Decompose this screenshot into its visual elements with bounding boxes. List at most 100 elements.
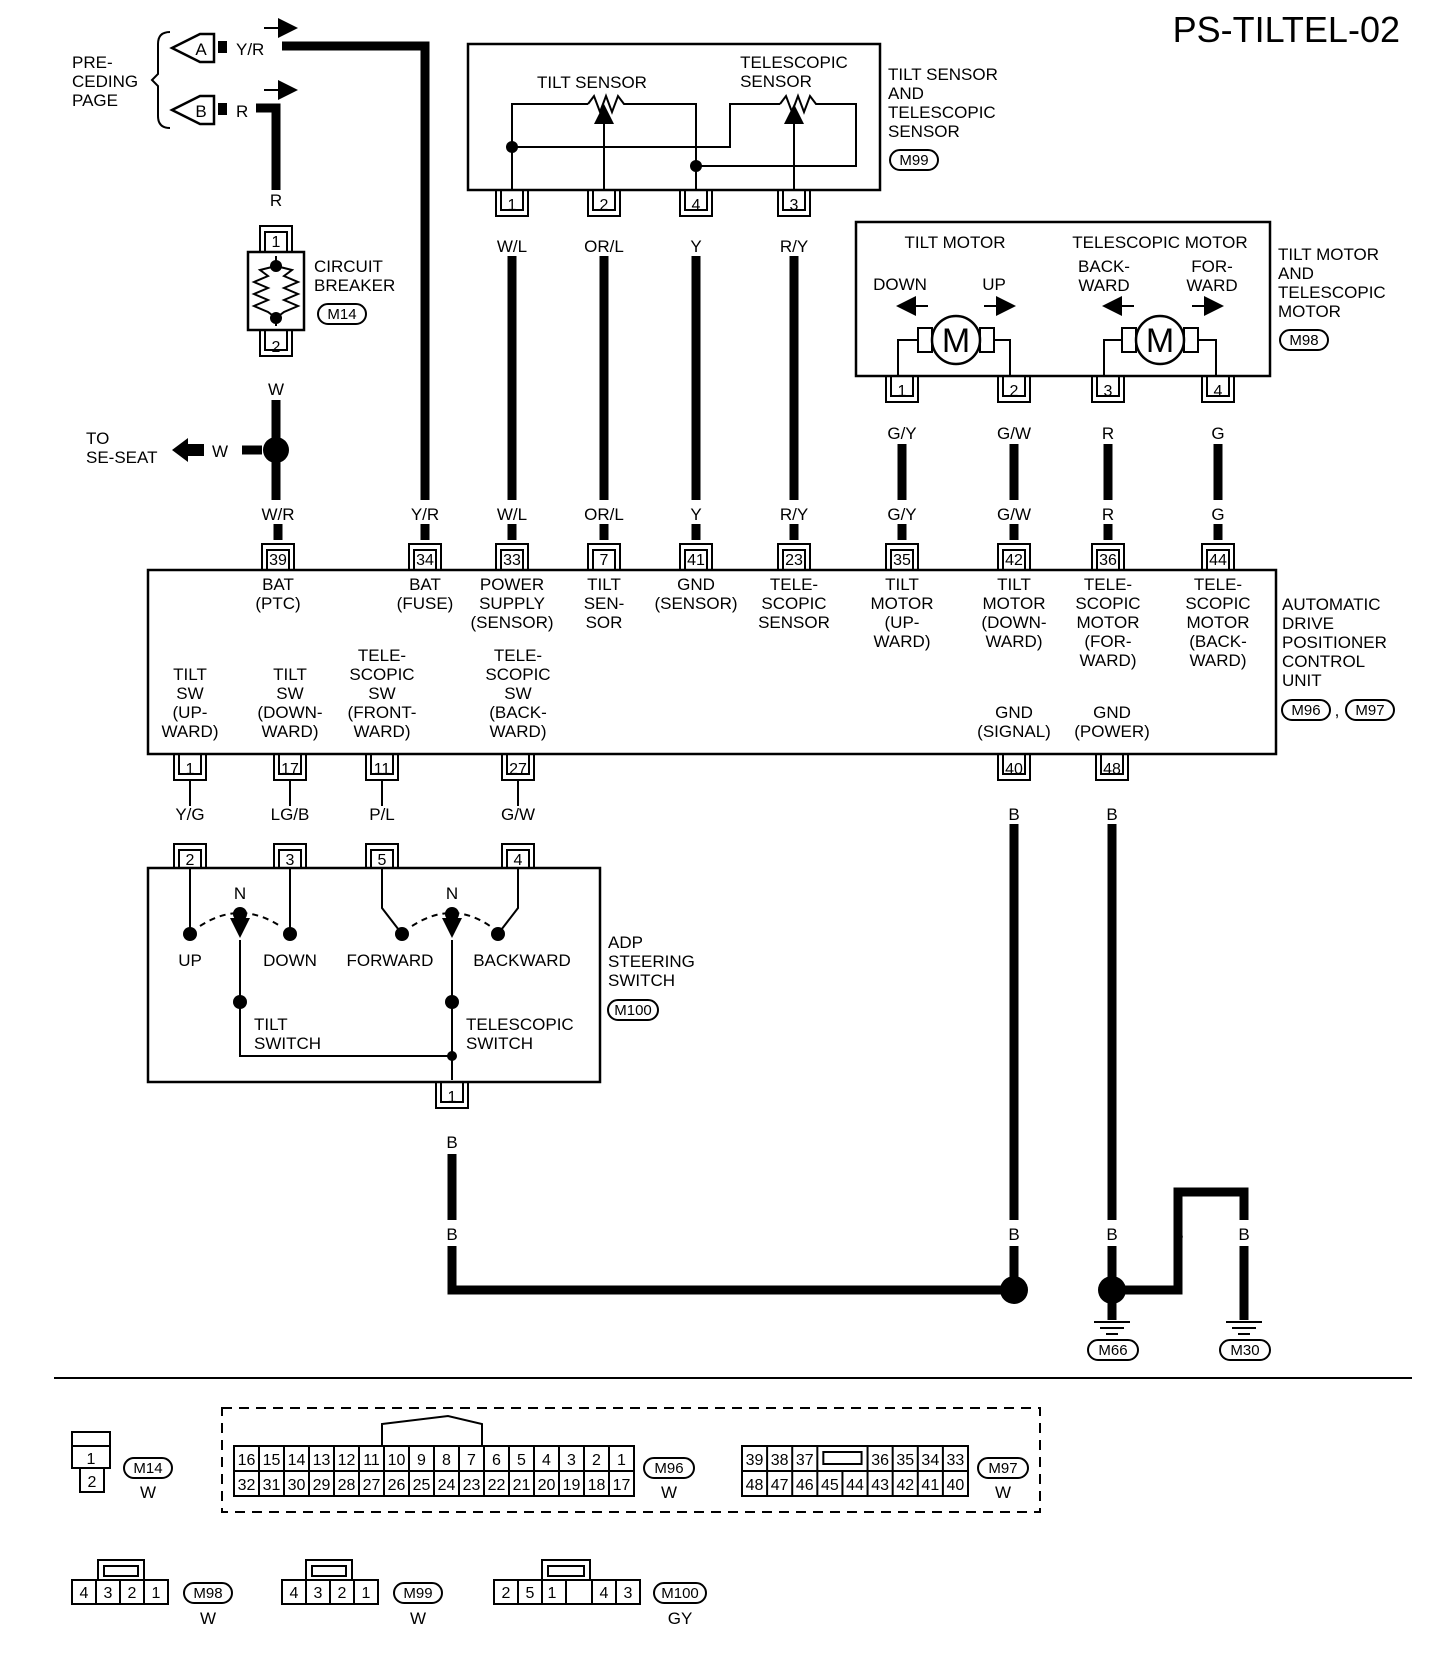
m100-pin: 1 (548, 1585, 557, 1602)
ground-b: B (1172, 1225, 1183, 1244)
m96-pin: 15 (263, 1452, 281, 1469)
motor-for-1: FOR- (1191, 257, 1233, 276)
switch-tele-2: SWITCH (466, 1034, 533, 1053)
unit-fn: WARD) (162, 722, 219, 741)
m96-pin: 26 (388, 1477, 406, 1494)
unit-top-wire: Y (690, 505, 701, 524)
m96-pin: 10 (388, 1452, 406, 1469)
unit-connector-2: M97 (1355, 702, 1384, 719)
unit-fn: BAT (262, 575, 294, 594)
switch-name-1: ADP (608, 933, 643, 952)
unit-fn: SW (276, 684, 303, 703)
m97-pin: 42 (896, 1477, 914, 1494)
m96-pin: 29 (313, 1477, 331, 1494)
unit-top-pin: 33 (503, 552, 521, 569)
unit-fn: MOTOR (1187, 613, 1250, 632)
unit-top-wire: G (1211, 505, 1224, 524)
unit-top-wire: W/R (261, 505, 294, 524)
m97-pin: 36 (871, 1452, 889, 1469)
m99-pin: 1 (362, 1585, 371, 1602)
motor-down: DOWN (873, 275, 927, 294)
unit-top-pin: 41 (687, 552, 705, 569)
m14-pin: 1 (87, 1451, 96, 1468)
unit-fn: MOTOR (1077, 613, 1140, 632)
unit-fn: (BACK- (1189, 632, 1247, 651)
unit-fn: TILT (173, 665, 207, 684)
unit-fn: SCOPIC (761, 594, 826, 613)
m99-pin: 2 (338, 1585, 347, 1602)
m97-pin: 33 (947, 1452, 965, 1469)
motor-connector: M98 (1289, 332, 1318, 349)
sensor-pin: 1 (508, 197, 517, 214)
unit-name-2: DRIVE (1282, 614, 1334, 633)
unit-fn: SCOPIC (1185, 594, 1250, 613)
wire-r-label: R (236, 102, 248, 121)
unit-top-pin: 42 (1005, 552, 1023, 569)
motor-wire: R (1102, 424, 1114, 443)
unit-bot-pin: 17 (281, 761, 299, 778)
m96-pin: 19 (563, 1477, 581, 1494)
tele-sensor-label-1: TELESCOPIC (740, 53, 848, 72)
preceding-label-1: PRE- (72, 53, 113, 72)
circuit-breaker: R 1 2 CIRCUIT BREAKER M14 W (246, 191, 395, 399)
unit-fn: TILT (587, 575, 621, 594)
unit-fn: (SENSOR) (470, 613, 553, 632)
preceding-a: A (195, 40, 207, 59)
to-se-seat: W TO SE-SEAT (86, 429, 228, 467)
cb-label-2: BREAKER (314, 276, 395, 295)
unit-fn: MOTOR (871, 594, 934, 613)
m100-color: GY (668, 1609, 693, 1628)
m96-pin: 22 (488, 1477, 506, 1494)
switch-forward: FORWARD (347, 951, 434, 970)
ground-m30: M30 (1230, 1342, 1259, 1359)
unit-top-pins: 39 34 33 7 41 23 35 42 36 44 (261, 543, 1235, 571)
switch-connector: M100 (614, 1002, 652, 1019)
switch-pin: 5 (378, 852, 387, 869)
switch-up: UP (178, 951, 202, 970)
sensor-wires: 1 2 4 3 W/L OR/L Y R/Y (495, 189, 811, 500)
unit-fn: (UP- (885, 613, 920, 632)
cb-pin-1: 1 (272, 234, 281, 251)
unit-fn: TELE- (1194, 575, 1242, 594)
m97-pin: 34 (921, 1452, 939, 1469)
m96-pin: 24 (438, 1477, 456, 1494)
preceding-label-2: CEDING (72, 72, 138, 91)
unit-fn: TELE- (1084, 575, 1132, 594)
m100-name: M100 (661, 1585, 699, 1602)
m96-pin: 25 (413, 1477, 431, 1494)
unit-fn: SW (504, 684, 531, 703)
tele-sensor-label-2: SENSOR (740, 72, 812, 91)
motor-wire: G/W (997, 424, 1031, 443)
switch-tilt-2: SWITCH (254, 1034, 321, 1053)
unit-fn: WARD) (262, 722, 319, 741)
unit-top-labels: BAT (PTC) BAT (FUSE) POWER SUPPLY (SENSO… (255, 575, 1250, 670)
preceding-label-3: PAGE (72, 91, 118, 110)
unit-fn: SEN- (584, 594, 625, 613)
preceding-page: PRE- CEDING PAGE A Y/R B R (72, 18, 298, 129)
motor-wires: 1 2 3 4 G/Y G/W R G (885, 375, 1235, 500)
unit-top-pin: 34 (416, 552, 434, 569)
unit-top-wire: W/L (497, 505, 527, 524)
unit-top-wire: OR/L (584, 505, 624, 524)
m96-name: M96 (654, 1460, 683, 1477)
m96-pin: 3 (567, 1452, 576, 1469)
m98-pin: 3 (104, 1585, 113, 1602)
sensor-wire: R/Y (780, 237, 808, 256)
unit-fn: WARD) (1190, 651, 1247, 670)
ground-wiring: B B B B B M66 M30 (446, 824, 1271, 1361)
unit-top-pin: 39 (269, 552, 287, 569)
switch-pin: 4 (514, 852, 523, 869)
m96-pin: 32 (238, 1477, 256, 1494)
unit-fn: BAT (409, 575, 441, 594)
unit-bot-wire: Y/G (175, 805, 204, 824)
cb-pin-2: 2 (272, 339, 281, 356)
m96-color: W (661, 1483, 677, 1502)
motor-pin: 2 (1010, 383, 1019, 400)
unit-bot-pin: 27 (509, 761, 527, 778)
motor-m-tele: M (1146, 322, 1174, 360)
unit-bot-wire: P/L (369, 805, 395, 824)
m96-pin: 11 (363, 1452, 380, 1469)
unit-connector-sep: , (1335, 701, 1340, 720)
unit-fn: GND (1093, 703, 1131, 722)
